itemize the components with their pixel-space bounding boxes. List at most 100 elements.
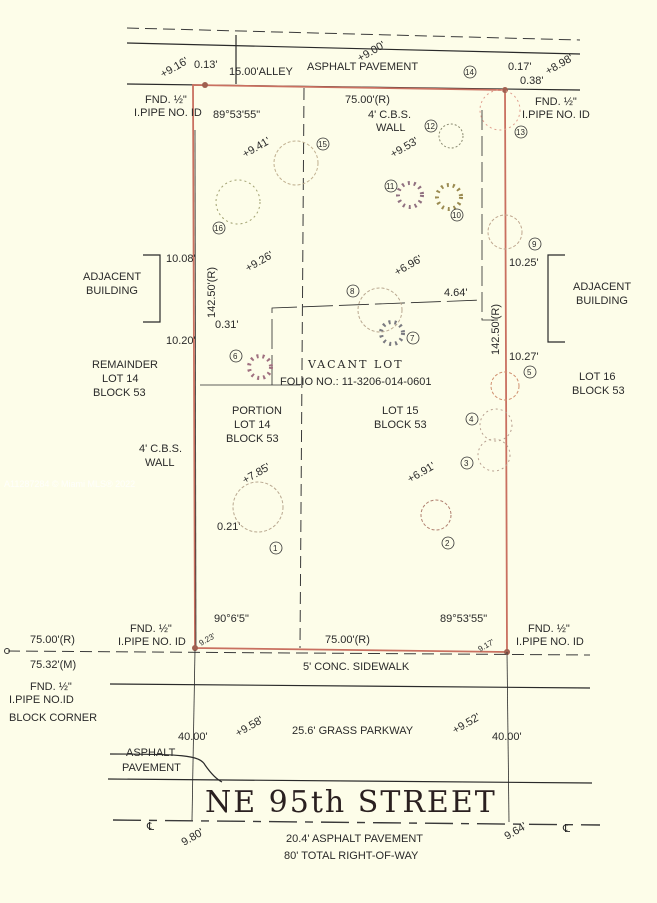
alley-pavement: ASPHALT PAVEMENT [307,61,418,73]
elev: 9.64' [503,820,529,842]
angle-bottom-right: 89°53'55" [440,613,487,625]
palm-icon [247,354,273,380]
wall-label: 4' C.B.S. [368,109,411,121]
adjacent-building-right [547,254,565,343]
adjacent-building-label: ADJACENT [83,271,141,283]
elev: +9.58' [234,714,266,739]
pavement-edge [109,753,223,783]
tree-number: 7 [410,334,415,343]
elev: +9.16' [159,55,191,80]
elev: 9.80' [180,826,206,848]
tree-number: 9 [532,240,537,249]
tree-icon [490,371,520,401]
offset: 4.64' [444,287,468,299]
centerline-symbol: ℄ [146,821,154,833]
portion-label: PORTION [232,405,282,417]
setback: 10.20' [166,335,196,347]
dim-west-record: 75.00'(R) [30,634,75,646]
folio-number: FOLIO NO.: 11-3206-014-0601 [280,376,431,388]
adjacent-building-label: ADJACENT [573,281,631,293]
row-dim-right [506,651,510,823]
tree-number: 16 [214,224,223,233]
alley-north-line [126,27,581,41]
block-label: BLOCK 53 [572,385,625,397]
sidewalk-edge [109,683,591,689]
ipipe-label: I.PIPE NO.ID [9,694,74,706]
angle-bottom-left: 90°6'5" [214,613,249,625]
tree-number: 10 [452,211,461,220]
offset: 0.31' [215,319,239,331]
remainder-label: REMAINDER [92,359,158,371]
adjacent-building-left [143,254,161,323]
fnd-label: FND. ½" [145,94,187,106]
tree-icon [420,499,452,531]
tree-number: 11 [386,182,395,191]
pavement-label: PAVEMENT [122,762,181,774]
tree-number: 8 [350,287,355,296]
setback: 10.25' [509,257,539,269]
ipipe-label: I.PIPE NO. ID [516,636,584,648]
watermark: A11287284 © Miami MLS® 2022 [4,479,135,489]
tree-icon [273,140,319,186]
street-pavement-label: 20.4' ASPHALT PAVEMENT [286,833,423,845]
lot-division-line [299,87,305,649]
tree-number: 2 [445,539,450,548]
palm-icon [479,89,521,131]
parkway-label: 25.6' GRASS PARKWAY [292,725,414,737]
tree-number: 6 [233,352,238,361]
palm-icon [396,181,424,209]
fnd-label: FND. ½" [130,623,172,635]
corner-elev: 9.23' [198,631,218,648]
alley-width: 15.00'ALLEY [229,66,294,78]
property-line-extension [7,650,591,656]
street-edge [107,778,593,784]
fence-right [481,110,498,321]
dim-top: 75.00'(R) [345,94,390,106]
tree-number: 13 [516,128,525,137]
row-dim-left [191,649,196,821]
lot-label: LOT 15 [382,405,419,417]
wall-label: WALL [145,457,175,469]
cbs-wall-left [194,129,197,651]
tree-icon [232,481,284,533]
setback: 10.27' [509,351,539,363]
vacant-lot-label: VACANT LOT [307,358,404,371]
ipipe-label: I.PIPE NO. ID [134,107,202,119]
dim-right: 142.50'(R) [490,304,502,355]
tree-number: 4 [469,415,474,424]
offset: 0.21' [217,521,241,533]
angle-top-left: 89°53'55" [213,109,260,121]
tree-number: 15 [318,140,327,149]
palm-icon [379,320,405,346]
asphalt-label: ASPHALT [126,747,176,759]
dim-west-measured: 75.32'(M) [30,659,76,671]
palm-icon [479,408,513,442]
block-corner-pipe [4,648,10,654]
row-left: 40.00' [178,731,208,743]
block-label: BLOCK 53 [374,419,427,431]
elev: +7.85' [241,461,273,486]
street-centerline [112,819,601,826]
tree-icon [215,179,261,225]
block-corner-label: BLOCK CORNER [9,712,97,724]
fence-middle [271,299,483,385]
ipipe-label: I.PIPE NO. ID [118,636,186,648]
adjacent-building-label: BUILDING [86,285,138,297]
tree-number: 14 [465,68,474,77]
dim-bottom: 75.00'(R) [325,634,370,646]
adjacent-building-label: BUILDING [576,295,628,307]
pipe-marker [202,82,208,88]
centerline-symbol: ℄ [562,823,570,835]
fnd-label: FND. ½" [528,623,570,635]
ipipe-label: I.PIPE NO. ID [522,109,590,121]
offset: 0.38' [520,75,544,87]
fnd-label: FND. ½" [30,681,72,693]
setback: 10.08' [166,253,196,265]
elev: +9.52' [451,711,483,736]
elev: +9.26' [244,249,276,274]
lot-label: LOT 14 [102,373,139,385]
pipe-marker [192,645,198,651]
elev: +6.91' [406,460,438,485]
right-of-way-label: 80' TOTAL RIGHT-OF-WAY [284,850,419,862]
